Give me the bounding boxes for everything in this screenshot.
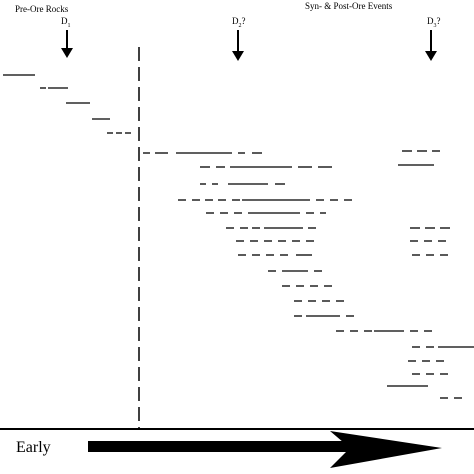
d3-down-arrow-icon	[425, 30, 437, 61]
d2-suffix: ?	[241, 16, 246, 26]
d2-subscript: 2	[238, 22, 242, 29]
d2-label: D2?	[232, 17, 246, 29]
d1-label: D1	[61, 17, 71, 29]
right-arrow-icon	[88, 431, 442, 468]
d3-label: D3?	[427, 17, 441, 29]
d3-subscript: 3	[433, 22, 437, 29]
syn-post-ore-events-heading: Syn- & Post-Ore Events	[305, 1, 393, 11]
pre-ore-event-bars	[3, 74, 131, 134]
pre-ore-rocks-heading: Pre-Ore Rocks	[15, 4, 69, 14]
syn-post-ore-event-bars	[143, 150, 474, 399]
d2-letter: D	[232, 16, 239, 26]
d3-suffix: ?	[436, 16, 441, 26]
d1-down-arrow-icon	[61, 30, 73, 58]
d3-letter: D	[427, 16, 434, 26]
d1-letter: D	[61, 16, 68, 26]
d2-down-arrow-icon	[232, 30, 244, 61]
d1-subscript: 1	[67, 22, 71, 29]
early-label: Early	[16, 439, 51, 456]
